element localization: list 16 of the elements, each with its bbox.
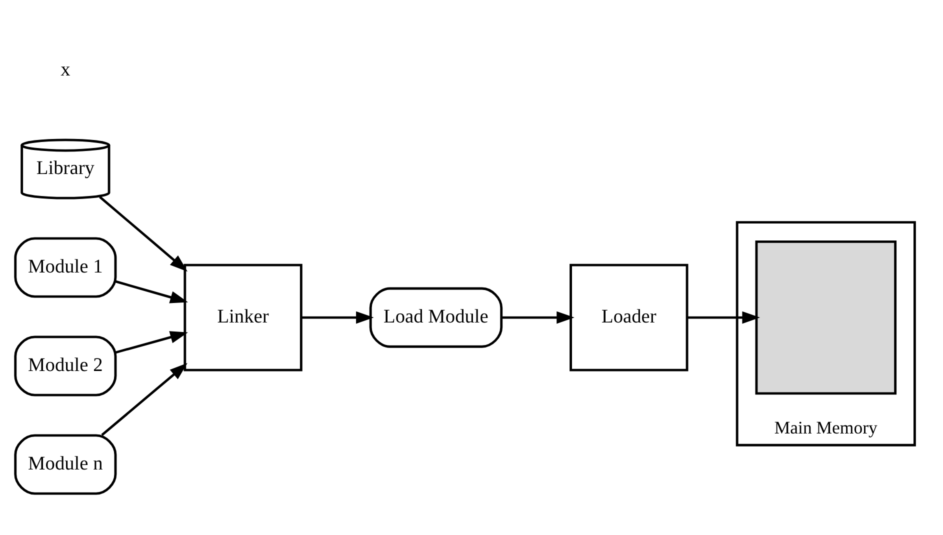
label: x xyxy=(60,60,70,81)
arrow xyxy=(115,331,188,354)
cluster: Main Memory xyxy=(736,221,916,446)
node-box: Module 2 xyxy=(14,336,117,396)
arrow xyxy=(99,196,188,272)
node-box xyxy=(755,240,897,395)
arrow xyxy=(101,363,188,436)
node-box: Load Module xyxy=(369,287,503,348)
arrow xyxy=(687,311,760,324)
arrow xyxy=(115,280,188,304)
node-box: Linker xyxy=(184,264,302,372)
node-box: Module n xyxy=(14,434,117,495)
arrow xyxy=(302,311,374,324)
arrow xyxy=(502,311,574,324)
node-box: Module 1 xyxy=(14,237,117,298)
node-box: Loader xyxy=(570,264,688,372)
